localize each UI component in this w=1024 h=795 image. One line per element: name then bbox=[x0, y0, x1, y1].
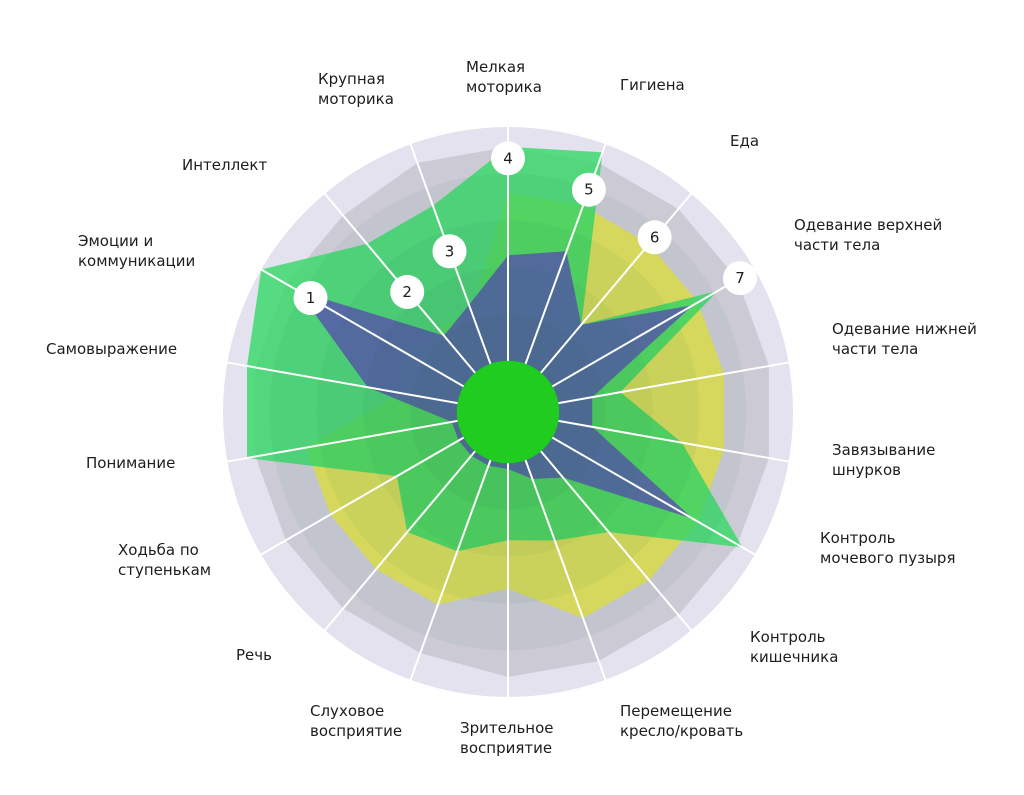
category-label-11: Речь bbox=[236, 646, 272, 664]
marker-circle bbox=[491, 141, 525, 176]
marker-4: 4 bbox=[491, 141, 525, 176]
marker-circle bbox=[637, 220, 672, 255]
category-label-2: Еда bbox=[730, 132, 759, 150]
marker-label: 5 bbox=[584, 181, 594, 199]
marker-circle bbox=[390, 274, 425, 309]
category-label-14: Самовыражение bbox=[46, 340, 177, 358]
chart-markers: 1 2 3 4 5 6 7 bbox=[293, 141, 757, 315]
marker-circle bbox=[723, 261, 757, 296]
marker-3: 3 bbox=[432, 234, 467, 269]
marker-6: 6 bbox=[637, 220, 672, 255]
marker-label: 3 bbox=[445, 242, 455, 260]
marker-circle bbox=[571, 172, 606, 207]
center-circle bbox=[456, 360, 560, 464]
marker-label: 7 bbox=[735, 269, 745, 287]
marker-circle bbox=[432, 234, 467, 269]
chart-center bbox=[456, 360, 560, 464]
marker-circle bbox=[293, 281, 328, 315]
marker-1: 1 bbox=[293, 281, 328, 315]
marker-5: 5 bbox=[571, 172, 606, 207]
marker-label: 4 bbox=[503, 149, 513, 167]
marker-7: 7 bbox=[723, 261, 757, 296]
marker-label: 6 bbox=[650, 228, 660, 246]
category-label-13: Понимание bbox=[86, 454, 175, 472]
marker-2: 2 bbox=[390, 274, 425, 309]
category-label-1: Гигиена bbox=[620, 76, 685, 94]
marker-label: 1 bbox=[306, 289, 316, 307]
category-label-16: Интеллект bbox=[182, 156, 267, 174]
marker-label: 2 bbox=[402, 283, 412, 301]
